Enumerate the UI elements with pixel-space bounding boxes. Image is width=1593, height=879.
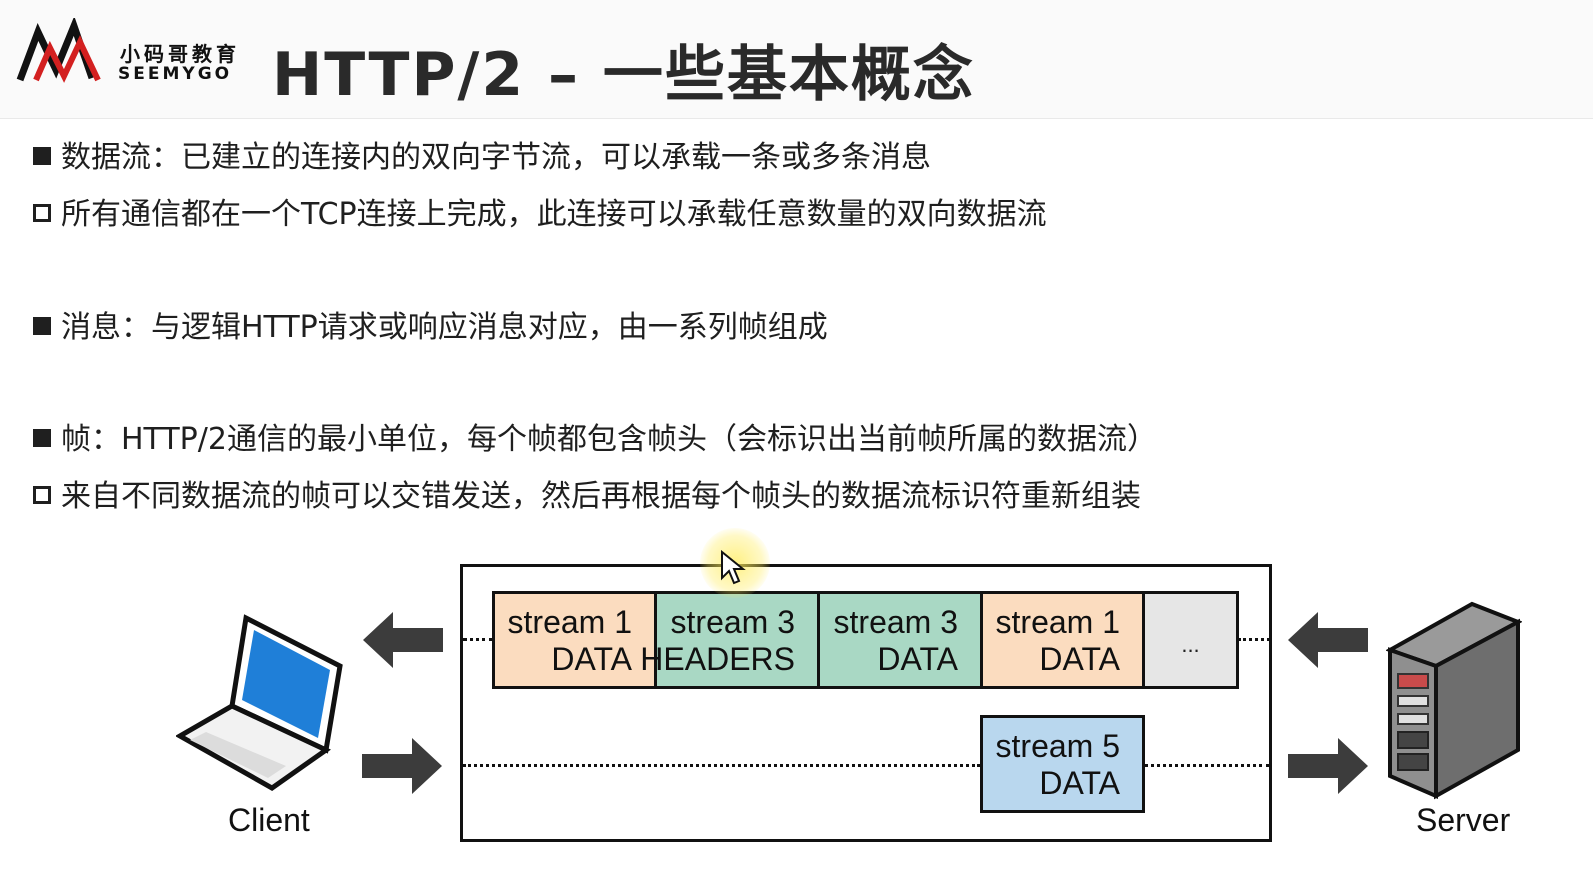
frame-stream-label: stream 5	[995, 728, 1120, 764]
logo-mark-icon	[16, 16, 101, 83]
bullet-text: 来自不同数据流的帧可以交错发送，然后再根据每个帧头的数据流标识符重新组装	[61, 479, 1141, 514]
slide-title: HTTP/2 – 一些基本概念	[272, 40, 975, 110]
connection-frame	[460, 564, 1272, 842]
bullet-text: 消息：与逻辑HTTP请求或响应消息对应，由一系列帧组成	[61, 310, 828, 345]
frame-stream-label: stream 3	[670, 604, 795, 640]
arrow-right-icon	[1288, 738, 1368, 794]
dotted-line	[463, 764, 980, 767]
frame-stream-label: stream 1	[995, 604, 1120, 640]
bullet-tcp-connection: 所有通信都在一个TCP连接上完成，此连接可以承载任意数量的双向数据流	[33, 195, 1047, 235]
arrow-left-icon	[1288, 612, 1368, 668]
hollow-square-bullet-icon	[33, 204, 51, 222]
frame-stream-label: stream 1	[507, 604, 632, 640]
bullet-message: 消息：与逻辑HTTP请求或响应消息对应，由一系列帧组成	[33, 308, 828, 348]
bullet-text: 帧：HTTP/2通信的最小单位，每个帧都包含帧头（会标识出当前帧所属的数据流）	[61, 422, 1157, 457]
frame-type-label: DATA	[1039, 641, 1120, 677]
dotted-line	[1144, 764, 1270, 767]
client-label: Client	[228, 802, 310, 838]
dotted-line	[463, 638, 493, 641]
hollow-square-bullet-icon	[33, 486, 51, 504]
bullet-stream: 数据流：已建立的连接内的双向字节流，可以承载一条或多条消息	[33, 138, 931, 178]
frame-stream-label: stream 3	[833, 604, 958, 640]
bullet-interleave: 来自不同数据流的帧可以交错发送，然后再根据每个帧头的数据流标识符重新组装	[33, 477, 1141, 517]
bullet-text: 数据流：已建立的连接内的双向字节流，可以承载一条或多条消息	[61, 140, 931, 175]
bullet-frame: 帧：HTTP/2通信的最小单位，每个帧都包含帧头（会标识出当前帧所属的数据流）	[33, 420, 1157, 460]
laptop-client-icon	[176, 614, 343, 791]
bullet-text: 所有通信都在一个TCP连接上完成，此连接可以承载任意数量的双向数据流	[61, 197, 1047, 232]
frame-type-label: DATA	[1039, 765, 1120, 801]
server-label: Server	[1416, 802, 1511, 838]
mouse-cursor-icon	[721, 550, 746, 585]
arrow-left-icon	[363, 612, 443, 668]
logo-chinese-text: 小码哥教育	[120, 42, 240, 66]
filled-square-bullet-icon	[33, 317, 51, 335]
frame-type-label: DATA	[877, 641, 958, 677]
server-icon	[1386, 601, 1522, 800]
filled-square-bullet-icon	[33, 429, 51, 447]
logo-english-text: SEEMYGO	[118, 64, 233, 84]
frame-type-label: DATA	[551, 641, 632, 677]
filled-square-bullet-icon	[33, 147, 51, 165]
frame-type-label: HEADERS	[640, 641, 795, 677]
frame-ellipsis: ...	[1142, 591, 1239, 689]
arrow-right-icon	[362, 738, 442, 794]
slide-header: 小码哥教育 SEEMYGO HTTP/2 – 一些基本概念	[0, 0, 1593, 119]
dotted-line	[1238, 638, 1270, 641]
seemygo-logo: 小码哥教育 SEEMYGO	[16, 16, 246, 90]
ellipsis-text: ...	[1181, 632, 1200, 657]
